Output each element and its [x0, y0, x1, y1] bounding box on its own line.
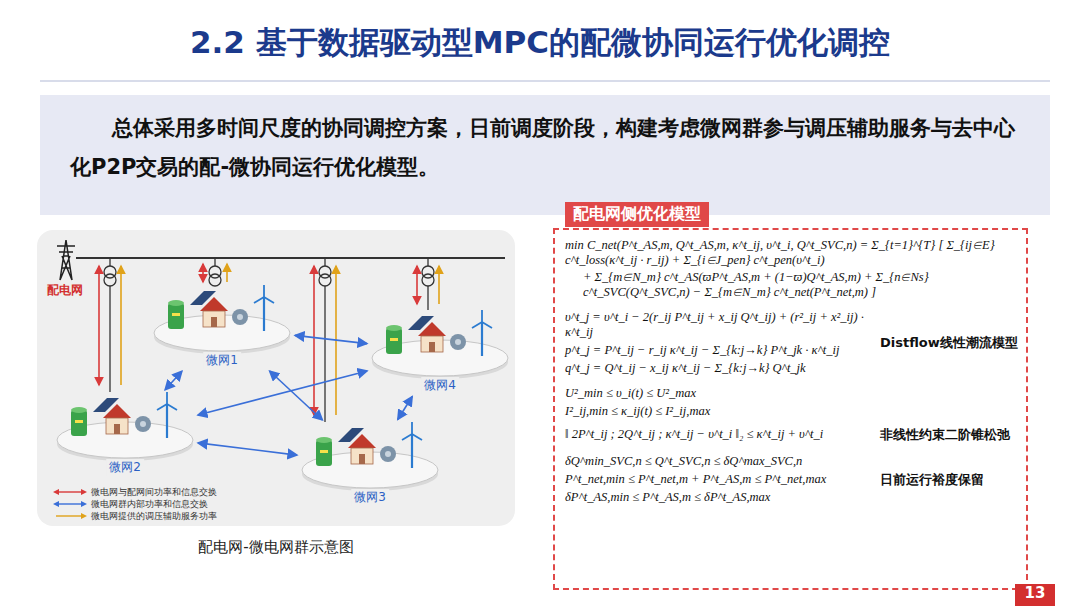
annotation: Distflow线性潮流模型 — [880, 335, 1022, 351]
exchange-arrow — [295, 335, 367, 343]
summary-band: 总体采用多时间尺度的协同调控方案，日前调度阶段，构建考虑微网群参与调压辅助服务与… — [40, 95, 1050, 215]
legend: 微电网与配网间功率和信息交换微电网群内部功率和信息交换微电网提供的调压辅助服务功… — [53, 486, 217, 522]
panel-ground — [37, 230, 515, 526]
legend-sample — [53, 500, 87, 508]
equation: υ^t_j = υ^t_i − 2(r_ij P^t_ij + x_ij Q^t… — [565, 310, 870, 340]
microgrid-label: 微网1 — [203, 352, 241, 369]
page-number: 13 — [1015, 584, 1055, 606]
equation: U²_min ≤ υ_i(t) ≤ U²_max — [565, 386, 870, 401]
legend-sample — [53, 512, 87, 520]
feeders — [99, 258, 439, 422]
legend-text: 微电网与配网间功率和信息交换 — [91, 486, 217, 499]
microgrid-label: 微网2 — [106, 459, 144, 476]
microgrid-node: 微网2 — [55, 392, 195, 476]
legend-text: 微电网群内部功率和信息交换 — [91, 498, 208, 511]
exchange-arrow — [165, 371, 182, 390]
legend-text: 微电网提供的调压辅助服务功率 — [91, 510, 217, 523]
equation: + Σ_{m∈N_m} c^t_AS(ϖP^t_AS,m + (1−ϖ)Q^t_… — [565, 270, 1020, 300]
exchange-arrow — [198, 443, 297, 455]
pylon-symbol — [57, 240, 75, 280]
microgrid-icon — [370, 310, 510, 380]
microgrid-label: 微网3 — [351, 489, 389, 506]
network-panel: 配电网微网1 微网2 微网3 微网4 微电网与配网间功率和信息交换微电网群内部功率和信息… — [37, 230, 515, 526]
equation: P^t_net,min ≤ P^t_net,m + P^t_AS,m ≤ P^t… — [565, 472, 870, 487]
exchange-arrow — [398, 397, 412, 420]
exchange-arrow — [198, 371, 367, 415]
equation: q^t_j = Q^t_ij − x_ij κ^t_ij − Σ_{k:j→k}… — [565, 361, 870, 376]
figure-caption: 配电网-微电网群示意图 — [37, 538, 515, 557]
microgrid-icon — [55, 392, 195, 462]
microgrid-label: 微网4 — [421, 377, 459, 394]
title-rule — [40, 80, 1050, 82]
model-box: 配电网侧优化模型min C_net(P^t_AS,m, Q^t_AS,m, κ^… — [553, 228, 1028, 590]
bus-line — [76, 257, 505, 259]
equation: δP^t_AS,min ≤ P^t_AS,m ≤ δP^t_AS,max — [565, 490, 870, 505]
equation: I²_ij,min ≤ κ_ij(t) ≤ I²_ij,max — [565, 404, 870, 419]
equation: δQ^min_SVC,n ≤ Q^t_SVC,n ≤ δQ^max_SVC,n — [565, 454, 870, 469]
legend-sample — [53, 488, 87, 496]
annotation: 日前运行裕度保留 — [880, 472, 1022, 488]
equation: ‖ 2P^t_ij ; 2Q^t_ij ; κ^t_ij − υ^t_i ‖₂ … — [565, 427, 870, 442]
microgrid-node: 微网4 — [370, 310, 510, 394]
microgrid-node: 微网1 — [152, 285, 292, 369]
legend-row: 微电网提供的调压辅助服务功率 — [53, 510, 217, 522]
microgrid-icon — [152, 285, 292, 355]
microgrid-node: 微网3 — [300, 422, 440, 506]
legend-row: 微电网与配网间功率和信息交换 — [53, 486, 217, 498]
grid-label: 配电网 — [47, 282, 83, 299]
legend-row: 微电网群内部功率和信息交换 — [53, 498, 217, 510]
exchange-arrow — [270, 371, 323, 420]
summary-text: 总体采用多时间尺度的协同调控方案，日前调度阶段，构建考虑微网群参与调压辅助服务与… — [40, 95, 1050, 201]
annotation: 非线性约束二阶锥松弛 — [880, 427, 1022, 443]
microgrid-icon — [300, 422, 440, 492]
equation: min C_net(P^t_AS,m, Q^t_AS,m, κ^t_ij, υ^… — [565, 238, 1020, 268]
equation: p^t_j = P^t_ij − r_ij κ^t_ij − Σ_{k:j→k}… — [565, 343, 870, 358]
slide-title: 2.2 基于数据驱动型MPC的配微协同运行优化调控 — [0, 22, 1080, 64]
model-tag: 配电网侧优化模型 — [565, 202, 709, 227]
